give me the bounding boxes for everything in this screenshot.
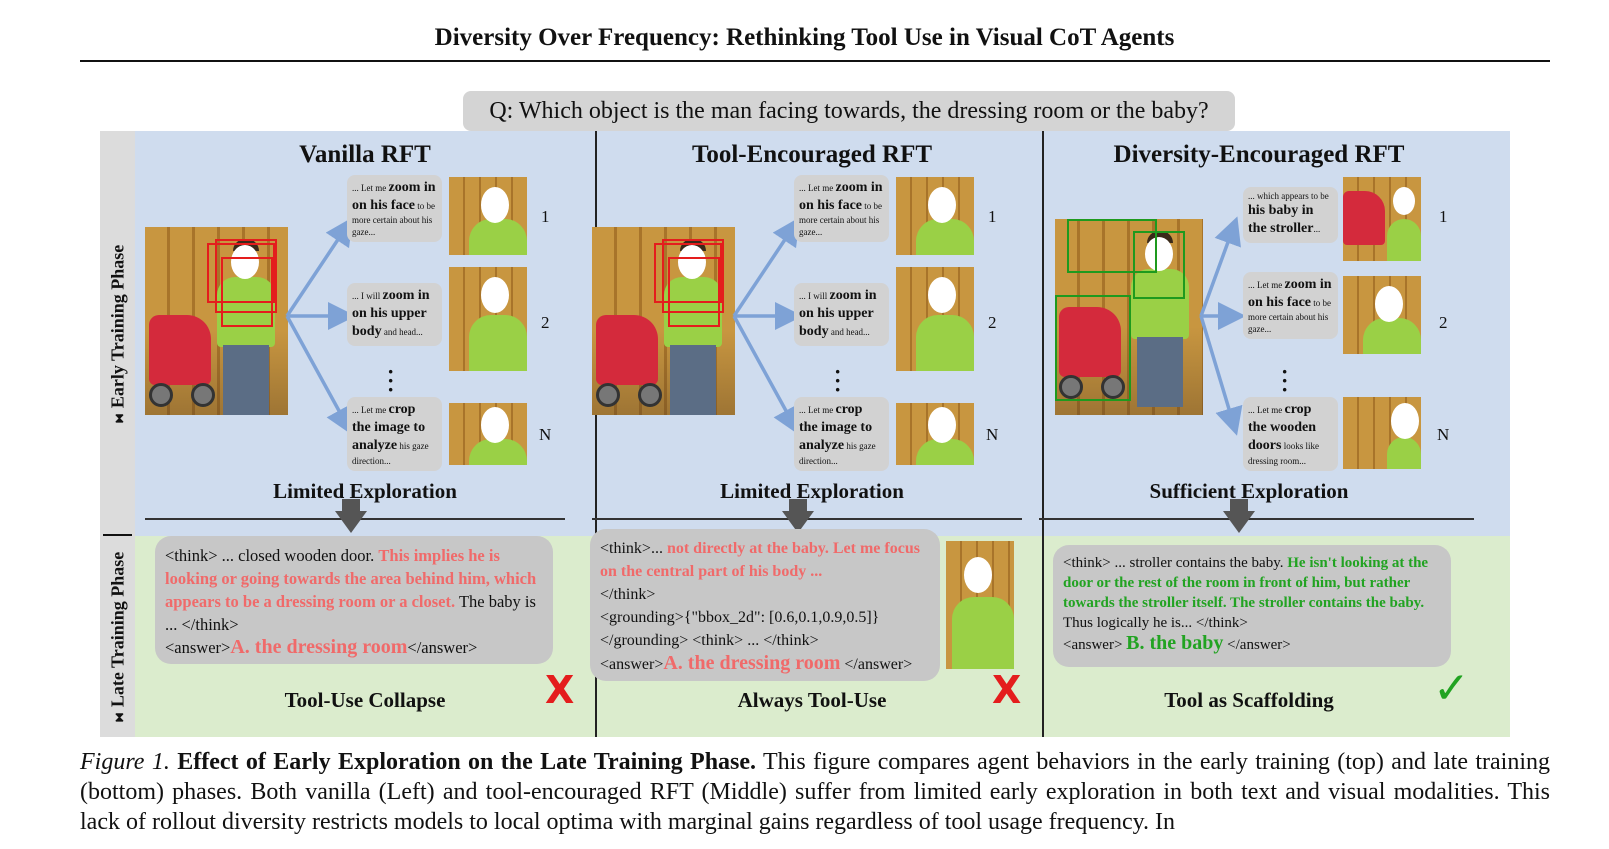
late-phase-label: ⧗Late Training Phase bbox=[107, 551, 127, 725]
exploration-label: Limited Exploration bbox=[720, 479, 904, 503]
rollout-bubble: ... Let me crop the image to analyze his… bbox=[347, 397, 442, 471]
panel-title: Vanilla RFT bbox=[299, 141, 431, 168]
answer-box: <think> ... stroller contains the baby. … bbox=[1053, 545, 1451, 667]
title-rule bbox=[80, 60, 1550, 62]
ellipsis-dots: ··· bbox=[834, 359, 842, 402]
behavior-label: Tool-Use Collapse bbox=[284, 688, 446, 712]
zoom-thumbnail bbox=[1343, 397, 1421, 469]
green-bounding-box bbox=[1067, 219, 1157, 273]
rollout-bubble: ... Let me crop the wooden doors looks l… bbox=[1243, 397, 1338, 471]
panel-title: Diversity-Encouraged RFT bbox=[1113, 141, 1405, 168]
panel-divider bbox=[1042, 131, 1044, 737]
green-bounding-box bbox=[1133, 231, 1185, 299]
zoom-thumbnail bbox=[946, 541, 1014, 669]
panel-divider bbox=[595, 131, 597, 737]
rollout-number: N bbox=[986, 425, 999, 444]
rollout-number: 2 bbox=[1439, 313, 1448, 332]
hourglass-icon: ⧗ bbox=[114, 709, 124, 725]
phase-sidebar: ⧗Early Training Phase ⧗Late Training Pha… bbox=[100, 131, 135, 737]
answer-box: <think> ... closed wooden door. This imp… bbox=[155, 536, 553, 664]
zoom-thumbnail bbox=[449, 177, 527, 255]
rollout-number: 2 bbox=[541, 313, 550, 332]
running-title: Diversity Over Frequency: Rethinking Too… bbox=[434, 24, 1175, 51]
rollout-bubble: ... I will zoom in on his upper body and… bbox=[347, 283, 442, 346]
red-bounding-box bbox=[668, 257, 720, 327]
down-arrow bbox=[1223, 499, 1255, 533]
green-bounding-box bbox=[1055, 295, 1131, 401]
question-box: Q: Which object is the man facing toward… bbox=[463, 91, 1235, 131]
rollout-number: 1 bbox=[988, 207, 997, 226]
hourglass-icon: ⧗ bbox=[114, 410, 124, 426]
panel-diversity-encouraged-rft: Diversity-Encouraged RFT ... which appea… bbox=[1029, 131, 1489, 737]
zoom-thumbnail bbox=[1343, 177, 1421, 261]
rollout-bubble: ... Let me zoom in on his face to be mor… bbox=[347, 175, 442, 242]
zoom-thumbnail bbox=[449, 267, 527, 371]
rollout-number: 1 bbox=[1439, 207, 1448, 226]
red-bounding-box bbox=[221, 257, 273, 327]
panel-vanilla-rft: Vanilla RFT ... Let me zoom in on his fa… bbox=[135, 131, 595, 737]
branch-arrows bbox=[732, 217, 803, 436]
checkmark-icon: ✓ bbox=[1433, 663, 1470, 714]
down-arrow bbox=[782, 499, 814, 533]
caption-title: Effect of Early Exploration on the Late … bbox=[177, 749, 757, 775]
panel-tool-encouraged-rft: Tool-Encouraged RFT ... Let me zoom in o… bbox=[582, 131, 1042, 737]
red-bounding-box bbox=[215, 239, 277, 313]
zoom-thumbnail bbox=[1343, 276, 1421, 354]
red-bounding-box bbox=[662, 239, 724, 313]
rollout-number: 1 bbox=[541, 207, 550, 226]
scene-photo bbox=[145, 227, 288, 415]
answer-box: <think>... not directly at the baby. Let… bbox=[590, 529, 940, 681]
down-arrow bbox=[335, 499, 367, 533]
figure: ⧗Early Training Phase ⧗Late Training Pha… bbox=[100, 131, 1510, 737]
zoom-thumbnail bbox=[449, 403, 527, 465]
cross-icon: X bbox=[545, 668, 575, 712]
section-rule bbox=[1039, 518, 1474, 520]
red-bounding-box bbox=[654, 243, 722, 303]
behavior-label: Tool as Scaffolding bbox=[1164, 688, 1334, 712]
caption-body: This figure compares agent behaviors in … bbox=[80, 749, 1551, 835]
phase-separator bbox=[103, 534, 132, 536]
branch-arrows bbox=[285, 217, 356, 436]
figure-caption: Figure 1. Effect of Early Exploration on… bbox=[80, 747, 1550, 837]
rollout-bubble: ... Let me zoom in on his face to be mor… bbox=[794, 175, 889, 242]
branch-arrows bbox=[1199, 216, 1246, 436]
red-bounding-box bbox=[207, 243, 275, 303]
zoom-thumbnail bbox=[896, 177, 974, 255]
ellipsis-dots: ··· bbox=[1281, 359, 1289, 402]
zoom-thumbnail bbox=[896, 267, 974, 371]
zoom-thumbnail bbox=[896, 403, 974, 465]
early-phase-label: ⧗Early Training Phase bbox=[107, 244, 127, 426]
rollout-bubble: ... I will zoom in on his upper body and… bbox=[794, 283, 889, 346]
rollout-number: N bbox=[1437, 425, 1450, 444]
rollout-number: N bbox=[539, 425, 552, 444]
cross-icon: X bbox=[992, 668, 1022, 712]
behavior-label: Always Tool-Use bbox=[737, 688, 887, 712]
rollout-bubble: ... Let me crop the image to analyze his… bbox=[794, 397, 889, 471]
caption-label: Figure 1. bbox=[80, 749, 170, 775]
rollout-bubble: ... Let me zoom in on his face to be mor… bbox=[1243, 272, 1338, 339]
panel-title: Tool-Encouraged RFT bbox=[691, 141, 933, 168]
exploration-label: Sufficient Exploration bbox=[1149, 479, 1349, 503]
rollout-bubble: ... which appears to be his baby in the … bbox=[1243, 187, 1338, 243]
rollout-number: 2 bbox=[988, 313, 997, 332]
exploration-label: Limited Exploration bbox=[273, 479, 457, 503]
ellipsis-dots: ··· bbox=[387, 359, 395, 402]
